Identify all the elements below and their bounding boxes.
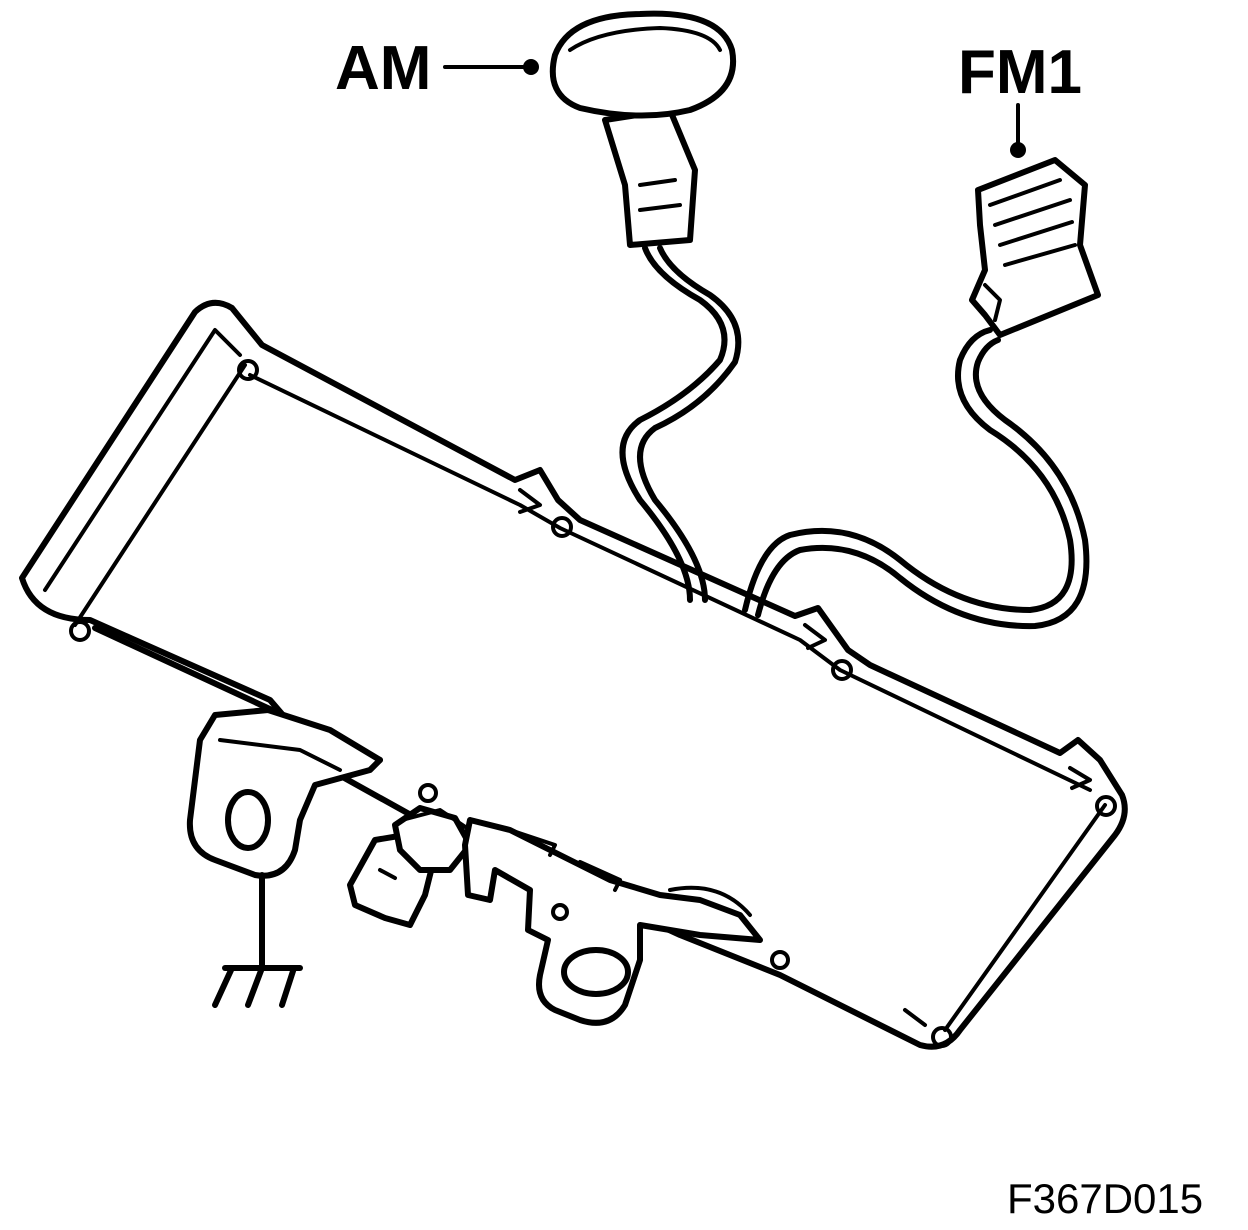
ground-bracket (186, 707, 383, 879)
am-label-group: AM (335, 34, 539, 103)
ground-symbol-icon (212, 872, 303, 1008)
am-label: AM (335, 34, 431, 103)
figure-reference: F367D015 (1007, 1175, 1203, 1222)
fm1-label-group: FM1 (958, 38, 1082, 158)
fm1-label: FM1 (958, 38, 1082, 107)
am-connector (549, 10, 737, 248)
fm1-cable (742, 327, 1090, 630)
fm1-connector (969, 157, 1101, 338)
bottom-connector-plug (347, 805, 473, 928)
amplifier-housing (19, 299, 1128, 1050)
bottom-mounting-tab (418, 783, 763, 1026)
am-cable (619, 245, 742, 603)
